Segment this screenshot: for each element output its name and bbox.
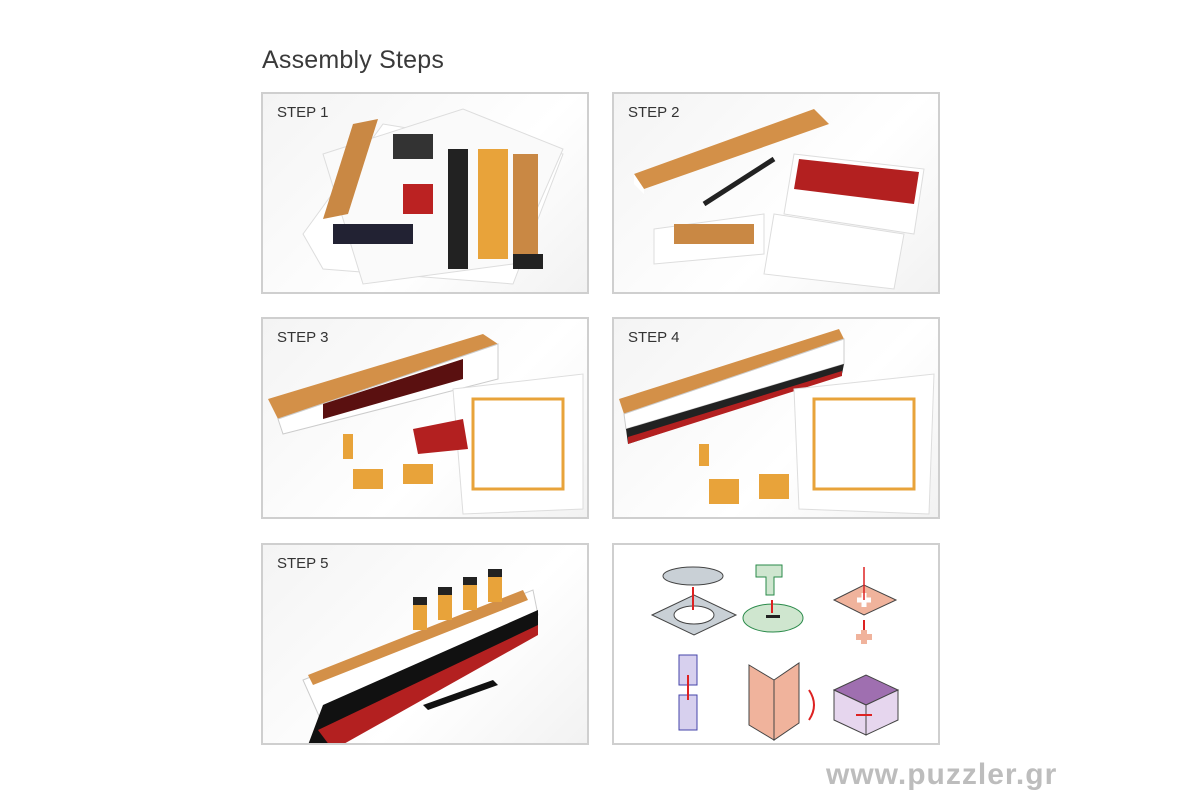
step-3-panel: STEP 3: [261, 317, 589, 519]
step-2-panel: STEP 2: [612, 92, 940, 294]
ship-hull-image: [619, 329, 935, 515]
assembly-technique-icons: [650, 564, 900, 741]
finished-titanic-image: [302, 569, 539, 743]
assembly-techniques-diagram: [612, 543, 940, 745]
step-label: STEP 5: [277, 555, 329, 572]
deck-assembly-image: [634, 109, 925, 290]
step-label: STEP 1: [277, 104, 329, 121]
fold-icon: [748, 662, 815, 741]
page-title: Assembly Steps: [262, 46, 445, 74]
step-5-panel: STEP 5: [261, 543, 589, 745]
step-label: STEP 2: [628, 104, 680, 121]
step-label: STEP 3: [277, 329, 329, 346]
watermark: www.puzzler.gr: [826, 758, 1058, 791]
step-1-panel: STEP 1: [261, 92, 589, 294]
push-out-cross-icon: [832, 567, 898, 644]
step-4-panel: STEP 4: [612, 317, 940, 519]
box-join-icon: [832, 674, 900, 736]
puzzle-sheets-image: [302, 108, 564, 285]
insert-tab-icon: [742, 564, 804, 633]
insert-disc-icon: [650, 566, 738, 636]
step-label: STEP 4: [628, 329, 680, 346]
hull-assembly-image: [268, 334, 584, 515]
slot-join-icon: [678, 654, 698, 731]
